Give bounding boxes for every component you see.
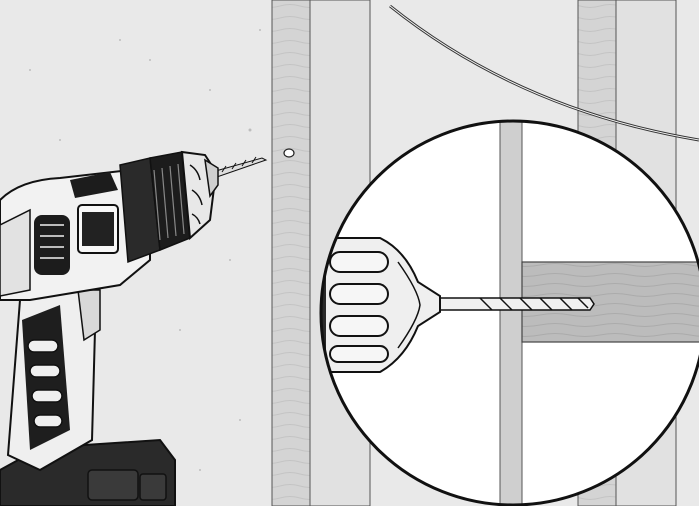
drill-icon <box>0 150 219 506</box>
drilled-hole <box>283 148 295 158</box>
zoom-detail-circle <box>319 119 699 506</box>
zoom-drill-bit <box>439 297 595 311</box>
zoom-drill-chuck <box>321 237 441 373</box>
